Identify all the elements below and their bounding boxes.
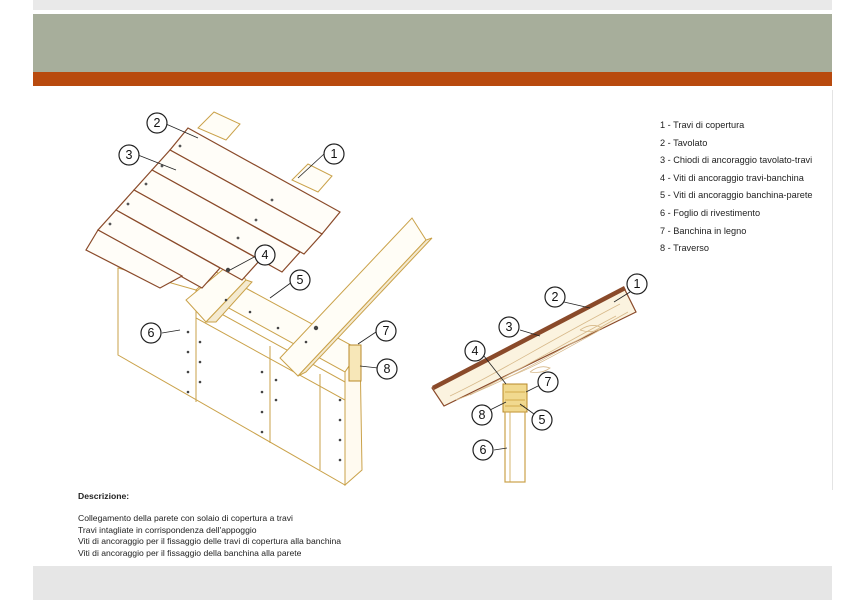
- description-line: Travi intagliate in corrispondenza dell'…: [78, 524, 257, 535]
- section-callout-3: 3: [498, 316, 520, 338]
- section-callout-4: 4: [464, 340, 486, 362]
- svg-text:5: 5: [297, 273, 304, 287]
- leader-lines-right: [483, 291, 631, 451]
- callout-3: 3: [118, 144, 140, 166]
- svg-text:7: 7: [383, 324, 390, 338]
- svg-text:6: 6: [148, 326, 155, 340]
- callout-2: 2: [146, 112, 168, 134]
- section-view: [431, 286, 637, 483]
- svg-text:3: 3: [126, 148, 133, 162]
- legend-item-8: 8 - Traverso: [660, 243, 710, 254]
- callout-6: 6: [140, 322, 162, 344]
- callout-4: 4: [254, 244, 276, 266]
- section-sill: [502, 383, 528, 413]
- legend-item-2: 2 - Tavolato: [660, 137, 708, 148]
- slide-header: [33, 14, 832, 72]
- description-title: Descrizione:: [78, 491, 130, 501]
- beam-screw-left: [225, 267, 231, 273]
- callouts: 1 2 3 4 5 6 7 8 1 2 3 4 5 6 7 8: [118, 112, 648, 461]
- svg-text:7: 7: [545, 375, 552, 389]
- description-line: Viti di ancoraggio per il fissaggio dell…: [78, 536, 342, 547]
- legend-item-6: 6 - Foglio di rivestimento: [660, 207, 761, 218]
- svg-text:8: 8: [384, 362, 391, 376]
- leader-lines-left: [137, 123, 379, 369]
- wall-fastener-dots: [186, 298, 342, 462]
- section-callout-8: 8: [471, 404, 493, 426]
- svg-text:4: 4: [262, 248, 269, 262]
- legend-list: 1 - Travi di copertura 2 - Tavolato 3 - …: [660, 117, 813, 258]
- sill-timber-end: [348, 344, 362, 382]
- legend-item-1: 1 - Travi di copertura: [660, 120, 745, 130]
- description-line: Collegamento della parete con solaio di …: [78, 512, 293, 523]
- svg-text:4: 4: [472, 344, 479, 358]
- plank-6: [85, 229, 184, 289]
- callout-7: 7: [375, 320, 397, 342]
- svg-text:8: 8: [479, 408, 486, 422]
- callout-1: 1: [323, 143, 345, 165]
- section-callout-6: 6: [472, 439, 494, 461]
- section-decking: [432, 286, 626, 390]
- right-divider: [832, 90, 833, 490]
- svg-text:5: 5: [539, 413, 546, 427]
- footer-bar: [33, 566, 832, 600]
- svg-text:2: 2: [154, 116, 161, 130]
- section-callout-2: 2: [544, 286, 566, 308]
- legend-item-7: 7 - Banchina in legno: [660, 225, 747, 236]
- svg-text:6: 6: [480, 443, 487, 457]
- section-callout-5: 5: [531, 409, 553, 431]
- plank-4: [115, 189, 261, 281]
- roof-decking: [85, 127, 341, 289]
- callout-5: 5: [289, 269, 311, 291]
- section-callout-1: 1: [626, 273, 648, 295]
- callout-8: 8: [376, 358, 398, 380]
- description-line: Viti di ancoraggio per il fissaggio dell…: [78, 548, 302, 559]
- isometric-view: [117, 111, 433, 487]
- legend-item-3: 3 - Chiodi di ancoraggio tavolato-travi: [660, 155, 813, 166]
- svg-text:1: 1: [331, 147, 338, 161]
- svg-text:3: 3: [506, 320, 513, 334]
- legend-item-5: 5 - Viti di ancoraggio banchina-parete: [660, 190, 813, 201]
- description-block: Descrizione: Collegamento della parete c…: [78, 491, 341, 560]
- section-callout-7: 7: [537, 371, 559, 393]
- plank-5: [97, 209, 221, 289]
- top-bar: [33, 0, 832, 10]
- plank-2: [151, 149, 323, 255]
- accent-stripe: [33, 72, 832, 86]
- deck-nails: [108, 144, 274, 240]
- legend-item-4: 4 - Viti di ancoraggio travi-banchina: [660, 172, 804, 183]
- svg-text:2: 2: [552, 290, 559, 304]
- beam-screw-right: [313, 325, 319, 331]
- svg-text:1: 1: [634, 277, 641, 291]
- plank-3: [133, 169, 301, 273]
- section-wall: [504, 411, 526, 483]
